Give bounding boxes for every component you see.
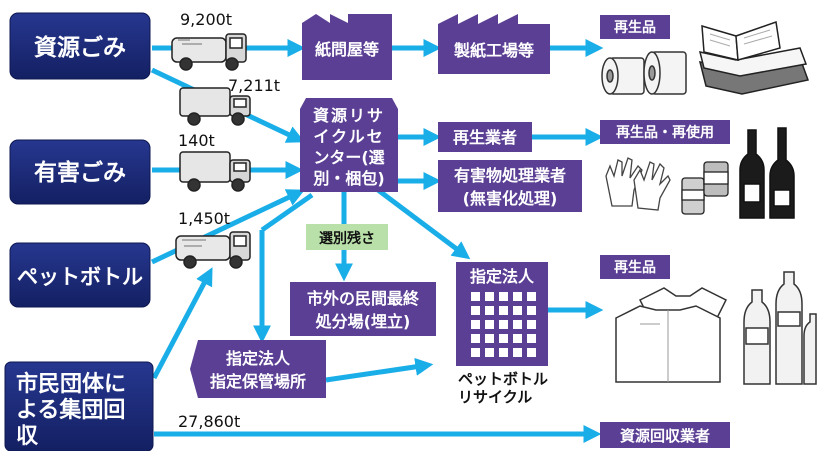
- bottles-icon: [739, 127, 795, 219]
- source-yugai: 有害ごみ: [9, 139, 151, 205]
- source-yugai-label: 有害ごみ: [34, 159, 126, 186]
- center-line4: 別・梱包): [313, 169, 384, 188]
- source-pet: ペットボトル: [9, 242, 151, 308]
- saishu-line2: 処分場(埋立): [316, 312, 411, 331]
- label-saiseihin-reuse-text: 再生品・再使用: [616, 124, 714, 141]
- truck-icon: [179, 151, 251, 192]
- source-pet-label: ペットボトル: [17, 265, 143, 289]
- node-shitei-houjin: 指定法人: [456, 262, 548, 366]
- node-seishi: 製紙工場等: [438, 14, 550, 74]
- label-saiseihin-1-text: 再生品: [614, 19, 656, 36]
- source-shimin-line2: よる集団回: [16, 397, 125, 423]
- node-shigen-kaishu: 資源回収業者: [600, 422, 730, 448]
- truck-icon: [179, 87, 251, 126]
- arrow-center-to-shitei: [376, 188, 471, 260]
- node-shimonton-label: 紙問屋等: [315, 40, 379, 59]
- toilet-paper-icon: [601, 51, 687, 95]
- arrow-shimin-to-pet-truck: [151, 267, 213, 380]
- node-senbetsu: 選別残さ: [306, 224, 388, 250]
- center-line2: イクルセ: [313, 127, 384, 146]
- gloves-icon: [605, 157, 671, 211]
- amount-27860: 27,860t: [178, 412, 240, 431]
- source-shimin-line3: 収: [16, 424, 39, 449]
- label-saiseihin-1: 再生品: [600, 15, 670, 39]
- node-saisei-gyosha: 再生業者: [438, 122, 532, 152]
- node-center: 資源リサ イクルセ ンター(選 別・梱包): [300, 98, 398, 192]
- node-hokan: 指定法人 指定保管場所: [190, 340, 326, 398]
- node-shitei-houjin-label: 指定法人: [470, 267, 535, 286]
- garbage-truck-icon: [175, 231, 251, 269]
- cans-icon: [681, 161, 729, 215]
- building-icon: [471, 292, 536, 357]
- source-shigen: 資源ごみ: [9, 12, 151, 80]
- node-saishu: 市外の民間最終 処分場(埋立): [290, 282, 436, 336]
- center-line3: ンター(選: [313, 148, 384, 167]
- center-line1: 資源リサ: [313, 106, 385, 125]
- label-saiseihin-2: 再生品: [600, 255, 670, 279]
- books-icon: [698, 20, 809, 95]
- hokan-line1: 指定法人: [226, 349, 291, 368]
- source-shimin: 市民団体に よる集団回 収: [4, 361, 154, 452]
- hokan-line2: 指定保管場所: [210, 372, 306, 391]
- amount-7211: 7,211t: [228, 76, 280, 95]
- node-senbetsu-label: 選別残さ: [319, 230, 375, 247]
- amount-1450: 1,450t: [178, 209, 230, 228]
- label-saiseihin-2-text: 再生品: [614, 259, 656, 276]
- node-shimonton: 紙問屋等: [302, 14, 392, 80]
- pet-recycle-line1: ペットボトル: [458, 370, 548, 388]
- garbage-truck-icon: [171, 33, 247, 71]
- yugai-shori-line2: (無害化処理): [463, 189, 558, 208]
- node-shigen-kaishu-label: 資源回収業者: [620, 427, 710, 445]
- arrow-hokan-to-pet-recycle: [325, 357, 434, 383]
- node-seishi-label: 製紙工場等: [453, 41, 534, 60]
- label-saiseihin-reuse: 再生品・再使用: [600, 120, 730, 144]
- shirt-icon: [615, 287, 728, 383]
- source-shigen-label: 資源ごみ: [34, 34, 126, 61]
- saishu-line1: 市外の民間最終: [307, 289, 420, 308]
- arrow-center-to-hokan: [260, 192, 314, 233]
- node-saisei-gyosha-label: 再生業者: [453, 128, 517, 147]
- pet-bottles-icon: [743, 271, 817, 385]
- source-shimin-line1: 市民団体に: [16, 371, 126, 397]
- node-yugai-shori: 有害物処理業者 (無害化処理): [438, 160, 582, 212]
- pet-recycle-line2: リサイクル: [458, 388, 532, 406]
- amount-9200: 9,200t: [180, 10, 232, 29]
- amount-140: 140t: [178, 131, 215, 150]
- yugai-shori-line1: 有害物処理業者: [454, 166, 566, 185]
